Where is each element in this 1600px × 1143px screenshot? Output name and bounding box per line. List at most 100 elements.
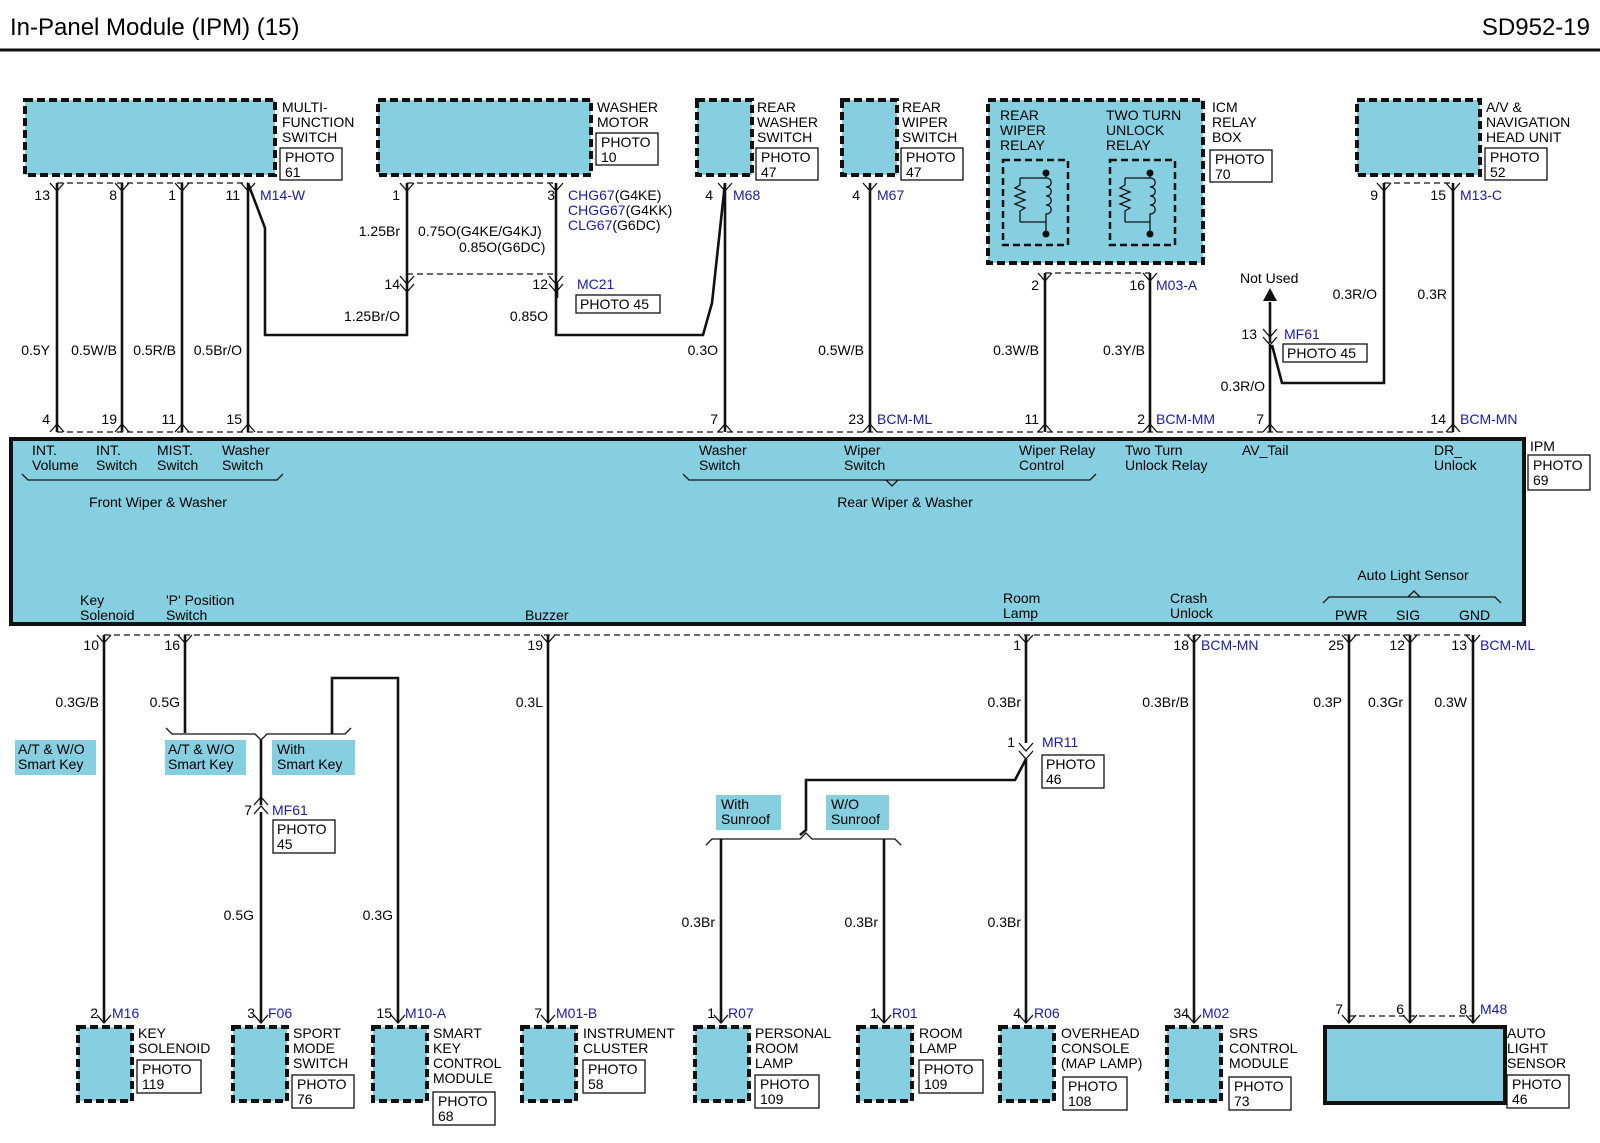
svg-text:0.3W: 0.3W — [1434, 694, 1467, 710]
bottom-wires — [96, 634, 1481, 1024]
connector-f06: F06 — [268, 1005, 292, 1021]
connector-r07: R07 — [728, 1005, 754, 1021]
svg-text:0.3Br: 0.3Br — [988, 914, 1022, 930]
svg-text:23: 23 — [848, 411, 864, 427]
svg-text:0.3Y/B: 0.3Y/B — [1103, 342, 1145, 358]
top-connector-pins: 13 8 1 11 M14-W 1 3 4 M68 4 M67 2 16 M03… — [34, 182, 1502, 363]
front-wiper-group: Front Wiper & Washer — [89, 494, 227, 510]
svg-text:2: 2 — [1031, 277, 1039, 293]
diagram-title: In-Panel Module (IPM) (15) — [10, 14, 299, 41]
svg-text:INT.Volume: INT.Volume — [32, 442, 79, 473]
connector-m01-b: M01-B — [556, 1005, 597, 1021]
svg-text:7: 7 — [1256, 411, 1264, 427]
rear-wiper-relay-symbol — [1013, 169, 1052, 238]
svg-text:0.85O: 0.85O — [510, 308, 548, 324]
svg-text:0.5G: 0.5G — [224, 907, 254, 923]
connector-bcm-ml: BCM-ML — [877, 411, 932, 427]
connector-m13-c: M13-C — [1460, 187, 1502, 203]
diagram-code: SD952-19 — [1482, 14, 1590, 41]
connector-chg67: CHG67(G4KE) — [568, 187, 661, 203]
svg-text:6: 6 — [1396, 1001, 1404, 1017]
svg-text:0.3G/B: 0.3G/B — [55, 694, 99, 710]
mc21-photo: PHOTO 45 — [580, 296, 649, 312]
svg-text:2: 2 — [90, 1005, 98, 1021]
connector-m10-a: M10-A — [405, 1005, 447, 1021]
svg-text:11: 11 — [1024, 411, 1039, 427]
svg-text:0.5W/B: 0.5W/B — [818, 342, 864, 358]
svg-text:13: 13 — [1451, 637, 1467, 653]
svg-text:12: 12 — [1389, 637, 1405, 653]
svg-text:1: 1 — [168, 187, 176, 203]
svg-text:0.5W/B: 0.5W/B — [71, 342, 117, 358]
connector-m16: M16 — [112, 1005, 139, 1021]
svg-text:0.3Gr: 0.3Gr — [1368, 694, 1403, 710]
svg-text:7: 7 — [1335, 1001, 1343, 1017]
svg-text:0.3Br: 0.3Br — [682, 914, 716, 930]
connector-bcm-mm: BCM-MM — [1156, 411, 1215, 427]
svg-text:8: 8 — [1459, 1001, 1467, 1017]
svg-text:15: 15 — [1430, 187, 1446, 203]
svg-text:0.3Br/B: 0.3Br/B — [1142, 694, 1189, 710]
not-used-label: Not Used — [1240, 270, 1298, 286]
bottom-pin-labels: 10 16 19 1 18 BCM-MN 25 12 13 BCM-ML 1 M… — [83, 637, 1535, 854]
svg-text:1: 1 — [870, 1005, 878, 1021]
connector-mr11: MR11 — [1042, 734, 1079, 750]
connector-mc21: MC21 — [577, 276, 615, 292]
rear-wiper-group: Rear Wiper & Washer — [837, 494, 973, 510]
svg-text:13: 13 — [1241, 326, 1257, 342]
svg-text:2: 2 — [1137, 411, 1145, 427]
svg-text:Buzzer: Buzzer — [525, 607, 569, 623]
svg-text:9: 9 — [1370, 187, 1378, 203]
svg-text:4: 4 — [1013, 1005, 1021, 1021]
svg-text:0.5R/B: 0.5R/B — [133, 342, 176, 358]
connector-clg67: CLG67(G6DC) — [568, 217, 661, 233]
svg-text:0.3W/B: 0.3W/B — [993, 342, 1039, 358]
svg-text:4: 4 — [705, 187, 713, 203]
